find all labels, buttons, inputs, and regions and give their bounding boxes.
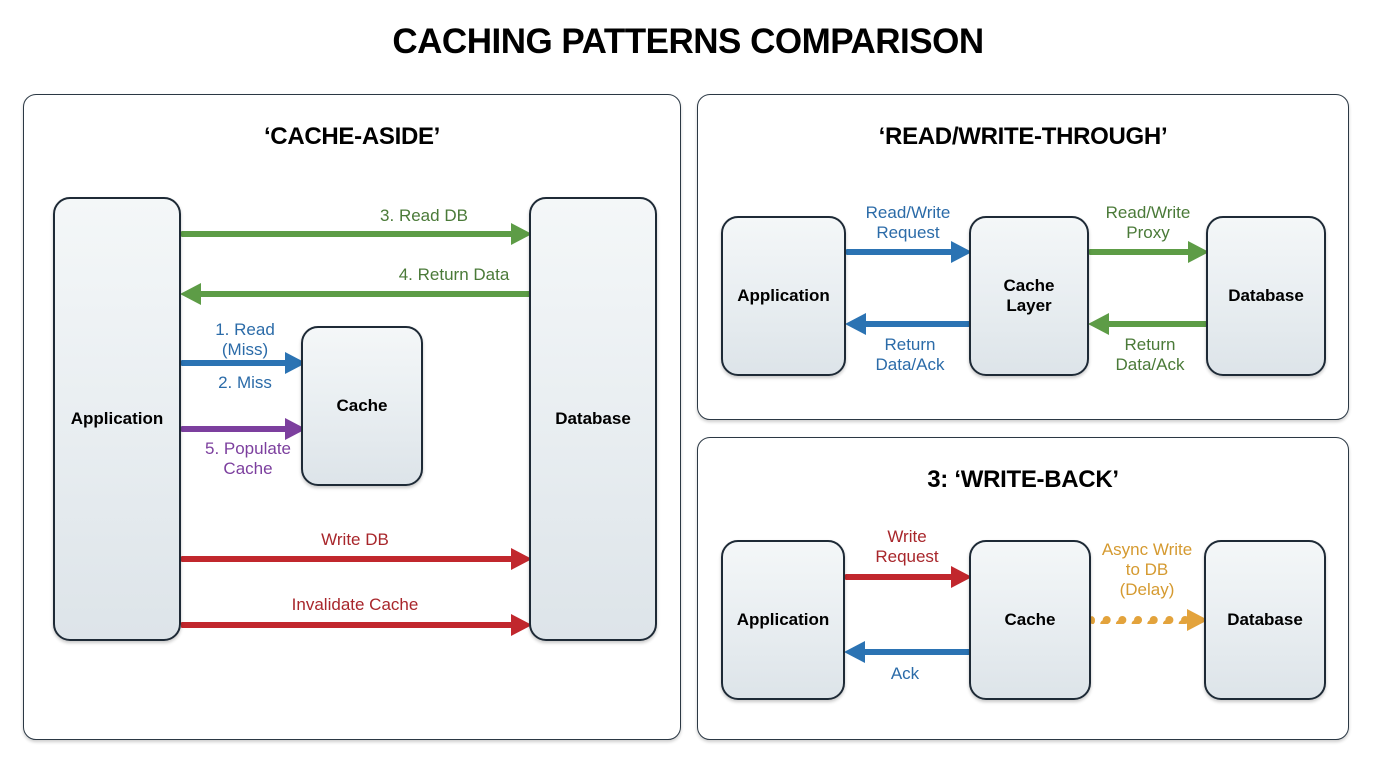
arrow-shaft <box>862 649 971 655</box>
panel-cache-aside: ‘CACHE-ASIDE’ Application Cache Database… <box>23 94 681 740</box>
arrow-shaft <box>181 360 288 366</box>
arrow-shaft <box>863 321 971 327</box>
node-database[interactable]: Database <box>529 197 657 641</box>
arrow-label-return-data-ack-cache: Return Data/Ack <box>1115 335 1185 375</box>
arrow-label-write-db: Write DB <box>321 530 389 549</box>
arrow-head <box>285 418 306 440</box>
node-application[interactable]: Application <box>721 540 845 700</box>
arrow-head <box>511 223 532 245</box>
arrow-label-async-write-to-db: Async Write to DB (Delay) <box>1101 540 1193 600</box>
panel-title-cache-aside: ‘CACHE-ASIDE’ <box>263 123 441 150</box>
panel-title-read-write-through: ‘READ/WRITE-THROUGH’ <box>878 123 1168 150</box>
node-application[interactable]: Application <box>53 197 181 641</box>
node-database[interactable]: Database <box>1204 540 1326 700</box>
arrow-shaft <box>1091 616 1190 624</box>
arrow-head <box>951 566 972 588</box>
arrow-head <box>1188 241 1209 263</box>
arrow-head <box>180 283 201 305</box>
node-cache[interactable]: Cache <box>969 540 1091 700</box>
arrow-shaft <box>846 249 954 255</box>
arrow-label-populate-cache: 5. Populate Cache <box>204 439 292 479</box>
arrow-head <box>845 313 866 335</box>
arrow-head <box>844 641 865 663</box>
arrow-label-read-db: 3. Read DB <box>380 206 468 225</box>
arrow-label-read-write-request: Read/Write Request <box>865 203 951 243</box>
arrow-label-read-write-proxy: Read/Write Proxy <box>1105 203 1191 243</box>
arrow-label-invalidate-cache: Invalidate Cache <box>291 595 419 614</box>
arrow-shaft <box>181 426 288 432</box>
panel-title-write-back: 3: ‘WRITE-BACK’ <box>927 466 1119 493</box>
arrow-shaft <box>1089 249 1191 255</box>
arrow-label-read-miss: 1. Read (Miss) <box>215 320 275 360</box>
arrow-head <box>1088 313 1109 335</box>
node-database[interactable]: Database <box>1206 216 1326 376</box>
arrow-head <box>1187 609 1208 631</box>
node-application[interactable]: Application <box>721 216 846 376</box>
arrow-head <box>951 241 972 263</box>
arrow-shaft <box>181 622 514 628</box>
panel-read-write-through: ‘READ/WRITE-THROUGH’ Application Cache L… <box>697 94 1349 420</box>
arrow-label-ack: Ack <box>890 664 920 683</box>
page-title: CACHING PATTERNS COMPARISON <box>392 22 984 61</box>
arrow-shaft <box>198 291 531 297</box>
arrow-shaft <box>181 556 514 562</box>
arrow-head <box>511 548 532 570</box>
node-cache-layer[interactable]: Cache Layer <box>969 216 1089 376</box>
arrow-label-return-data-ack-app: Return Data/Ack <box>875 335 945 375</box>
arrow-label-miss: 2. Miss <box>218 373 272 392</box>
arrow-head <box>511 614 532 636</box>
arrow-head <box>285 352 306 374</box>
arrow-label-return-data: 4. Return Data <box>398 265 510 284</box>
node-cache[interactable]: Cache <box>301 326 423 486</box>
arrow-shaft <box>845 574 954 580</box>
arrow-label-write-request: Write Request <box>875 527 939 567</box>
arrow-shaft <box>1106 321 1208 327</box>
arrow-shaft <box>181 231 514 237</box>
panel-write-back: 3: ‘WRITE-BACK’ Application Cache Databa… <box>697 437 1349 740</box>
